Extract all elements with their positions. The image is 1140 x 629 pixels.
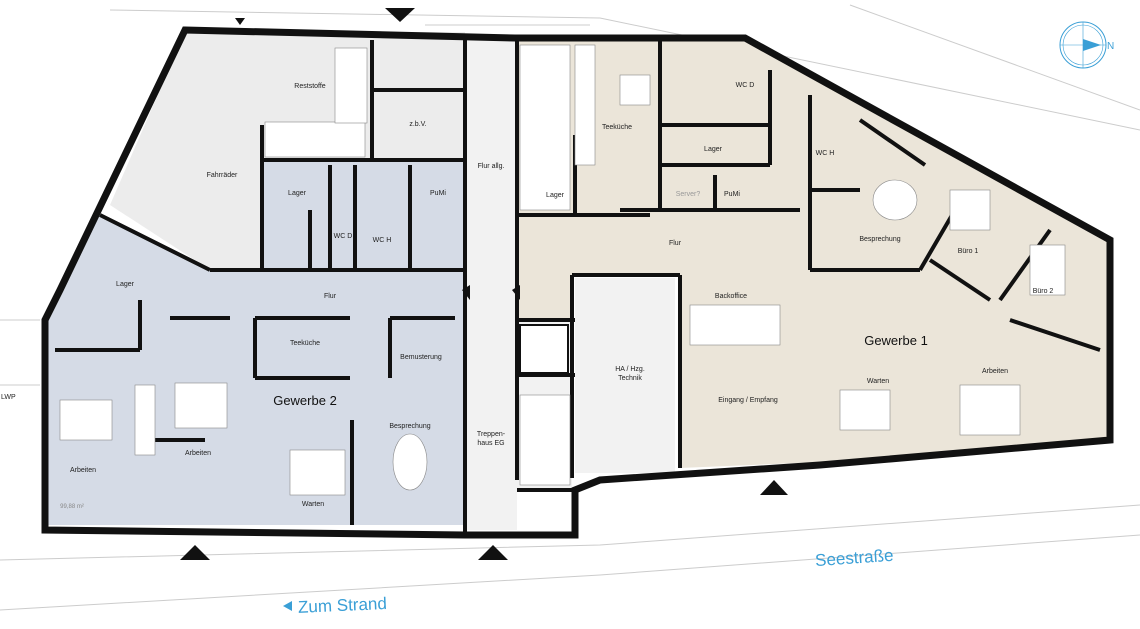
- room-label: HA / Hzg.: [615, 366, 645, 373]
- room-label: Lager: [116, 281, 135, 288]
- room-label: Warten: [867, 378, 889, 385]
- area-label: 99,88 m²: [60, 504, 84, 510]
- furniture: [59, 44, 1066, 496]
- room-label: Arbeiten: [185, 450, 211, 457]
- room-label: PuMi: [724, 191, 740, 198]
- room-label: Reststoffe: [294, 83, 325, 90]
- lwp-label: LWP: [1, 394, 16, 401]
- room-label: Arbeiten: [70, 467, 96, 474]
- room-label: WC H: [373, 237, 392, 244]
- room-label: Lager: [288, 190, 307, 197]
- room-label: Eingang / Empfang: [718, 397, 778, 404]
- room-label: Flur: [324, 293, 337, 300]
- room-label: Büro 2: [1033, 288, 1054, 295]
- room-label: Lager: [546, 192, 565, 199]
- room-label: Teeküche: [290, 340, 320, 347]
- room-label: Büro 1: [958, 248, 979, 255]
- room-label: WC H: [816, 150, 835, 157]
- zone-label-gewerbe-2: Gewerbe 2: [273, 393, 337, 408]
- technik-room: [575, 278, 675, 473]
- room-label: Warten: [302, 501, 324, 508]
- room-label: Besprechung: [859, 236, 900, 243]
- room-label: Bemusterung: [400, 354, 442, 361]
- room-label: haus EG: [477, 440, 504, 447]
- flur-allg-area: [465, 35, 517, 530]
- room-label: Technik: [618, 375, 642, 382]
- room-label: Backoffice: [715, 293, 747, 300]
- common-wc-area: [262, 162, 465, 270]
- room-label: Fahrräder: [207, 172, 238, 179]
- compass-icon: [1059, 21, 1107, 69]
- zone-label-gewerbe-1: Gewerbe 1: [864, 333, 928, 348]
- arrow-left-icon: [283, 601, 292, 611]
- street-label-seestrasse: Seestraße: [814, 546, 894, 570]
- room-label: Treppen-: [477, 431, 506, 438]
- outer-wall: [41, 26, 1114, 539]
- room-label: Flur allg.: [478, 163, 505, 170]
- room-label: Flur: [669, 240, 682, 247]
- gewerbe-1-area: [517, 38, 1110, 478]
- room-label: Arbeiten: [982, 368, 1008, 375]
- room-label: Teeküche: [602, 124, 632, 131]
- room-label: WC D: [334, 233, 353, 240]
- street-label-zum-strand: Zum Strand: [298, 594, 388, 617]
- room-label: WC D: [736, 82, 755, 89]
- room-label: Server?: [676, 191, 701, 198]
- room-label: z.b.V.: [409, 121, 426, 128]
- entrance-markers: [180, 8, 788, 560]
- room-label: Lager: [704, 146, 723, 153]
- room-label: Besprechung: [389, 423, 430, 430]
- room-label: PuMi: [430, 190, 446, 197]
- compass-north-label: N: [1107, 41, 1114, 52]
